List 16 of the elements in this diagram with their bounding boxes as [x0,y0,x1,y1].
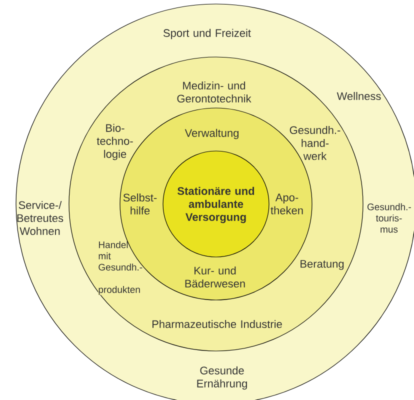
ring-label: Wellness [336,92,381,100]
ring-label: Gesundh.- hand- werk [290,126,340,160]
ring-label: Gesundh.- touris- mus [367,203,411,233]
ring-label: Selbst- hilfe [123,193,157,215]
ring-label: Service-/ Betreutes Wohnen [17,200,64,236]
ring-label: Handel mit Gesundh.- produkten [98,241,142,295]
ring-label: Beratung [300,260,344,270]
ring-label: Pharmazeutische Industrie [152,320,282,328]
ring-label: Apo- theken [270,194,303,214]
ring-label: Sport und Freizeit [163,28,251,40]
ring-label: Medizin- und Gerontotechnik [177,81,252,103]
ring-label: Verwaltung [184,128,238,140]
ring-label: Gesunde Ernährung [197,366,247,390]
ring-label: Stationäre und ambulante Versorgung [178,186,254,224]
ring-label: Kur- und Bäderwesen [185,266,245,288]
ring-label: Bio- techno- logie [96,124,133,160]
